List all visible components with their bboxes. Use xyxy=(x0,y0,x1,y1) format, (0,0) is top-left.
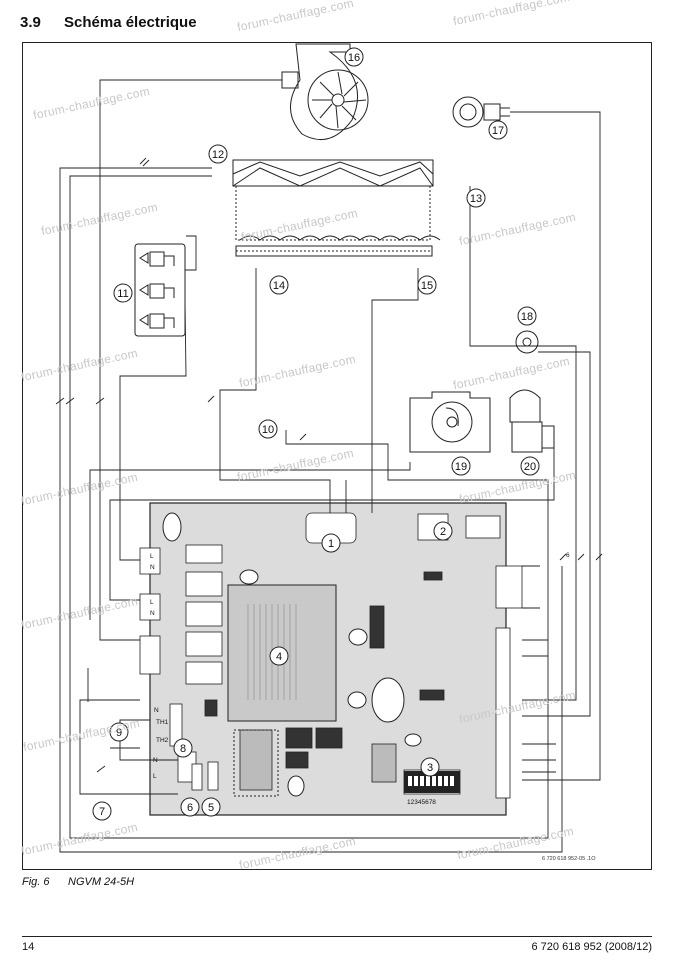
callout-label-15: 15 xyxy=(421,280,433,292)
callout-circle-11 xyxy=(113,283,133,303)
callout-circle-15 xyxy=(417,275,437,295)
callout-label-11: 11 xyxy=(117,288,128,300)
callout-circle-7 xyxy=(92,801,112,821)
callout-circle-14 xyxy=(269,275,289,295)
figure-model: NGVM 24-5H xyxy=(68,876,135,888)
callout-circle-19 xyxy=(451,456,471,476)
figure-number: Fig. 6 xyxy=(22,876,50,888)
doc-reference: 6 720 618 952 (2008/12) xyxy=(531,941,653,953)
callout-circle-3 xyxy=(420,757,440,777)
callout-label-13: 13 xyxy=(470,193,482,205)
dip-switch-digits: 12345678 xyxy=(407,799,436,806)
wire-count-label: 6 xyxy=(566,552,570,559)
callout-label-6: 6 xyxy=(187,802,193,814)
pressure-switch xyxy=(452,96,510,128)
diverter-valve xyxy=(509,389,555,453)
callout-label-9: 9 xyxy=(116,727,122,739)
callout-circle-9 xyxy=(109,722,129,742)
label-n-pump: N xyxy=(150,564,155,571)
callout-label-2: 2 xyxy=(440,526,446,538)
callout-label-4: 4 xyxy=(276,651,282,663)
section-title: Schéma électrique xyxy=(64,14,197,31)
callout-circle-1 xyxy=(321,533,341,553)
label-n-mains: N xyxy=(153,757,158,764)
heat-exchanger xyxy=(232,159,441,257)
callout-label-20: 20 xyxy=(524,461,536,473)
callout-label-14: 14 xyxy=(273,280,285,292)
callout-circle-13 xyxy=(466,188,486,208)
circulation-pump xyxy=(409,391,491,453)
section-header: 3.9 Schéma électrique xyxy=(20,14,197,31)
diagram-reference-code: 6 720 618 952-05 .1O xyxy=(542,856,596,862)
callout-label-5: 5 xyxy=(208,802,214,814)
callout-circle-16 xyxy=(344,47,364,67)
callout-circle-10 xyxy=(258,419,278,439)
callout-label-3: 3 xyxy=(427,762,433,774)
section-number: 3.9 xyxy=(20,14,41,31)
figure-caption: Fig. 6 NGVM 24-5H xyxy=(22,876,134,888)
callout-label-12: 12 xyxy=(212,149,224,161)
callout-label-7: 7 xyxy=(99,806,105,818)
page-number: 14 xyxy=(22,941,35,953)
callout-circle-4 xyxy=(269,646,289,666)
callout-label-1: 1 xyxy=(328,538,334,550)
gas-valve xyxy=(134,243,186,337)
callout-circle-2 xyxy=(433,521,453,541)
callout-circle-18 xyxy=(517,306,537,326)
label-n-valve: N xyxy=(150,610,155,617)
callout-label-18: 18 xyxy=(521,311,533,323)
callout-label-16: 16 xyxy=(348,52,360,64)
temperature-sensor xyxy=(515,330,539,354)
label-n-thermostat: N xyxy=(154,707,159,714)
footer-rule xyxy=(22,936,652,937)
callout-circle-8 xyxy=(173,738,193,758)
callout-circle-6 xyxy=(180,797,200,817)
label-th1: TH1 xyxy=(156,719,169,726)
label-th2: TH2 xyxy=(156,737,169,744)
callout-circle-20 xyxy=(520,456,540,476)
callout-label-17: 17 xyxy=(492,125,504,137)
control-board xyxy=(139,502,523,816)
label-l-valve: L xyxy=(150,599,154,606)
diagram-frame xyxy=(22,42,652,870)
callout-label-19: 19 xyxy=(455,461,467,473)
label-l-pump: L xyxy=(150,553,154,560)
label-l-mains: L xyxy=(153,773,157,780)
callout-circle-17 xyxy=(488,120,508,140)
callout-label-10: 10 xyxy=(262,424,274,436)
callout-circle-5 xyxy=(201,797,221,817)
callout-label-8: 8 xyxy=(180,743,186,755)
callout-circle-12 xyxy=(208,144,228,164)
